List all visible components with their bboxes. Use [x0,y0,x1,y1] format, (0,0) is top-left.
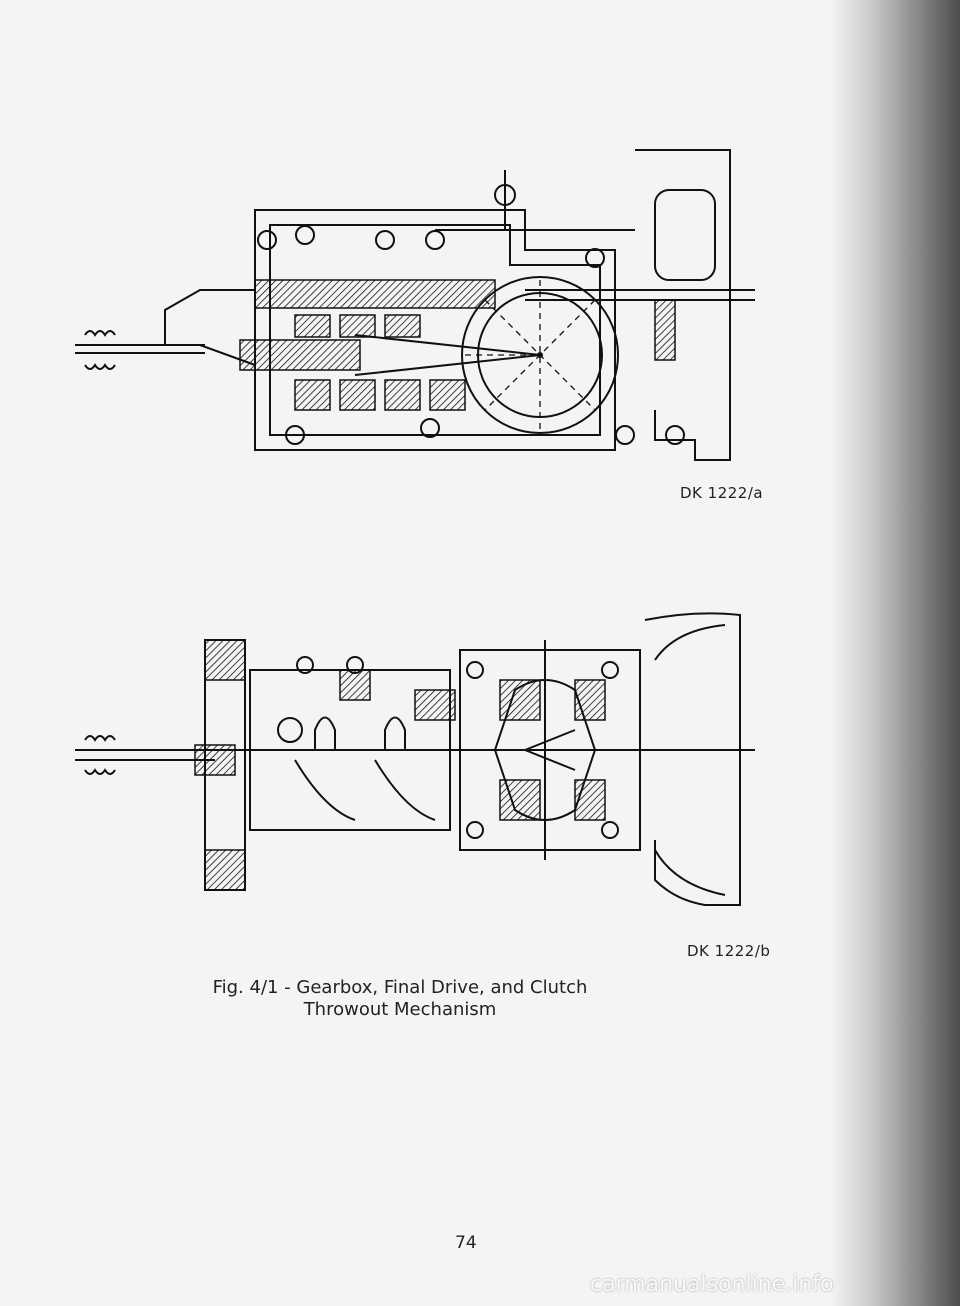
page-number: 74 [455,1233,477,1253]
gearbox-section-drawing-top [55,140,775,480]
figure-caption: Fig. 4/1 - Gearbox, Final Drive, and Clu… [200,977,600,1021]
figure-ref-top: DK 1222/a [680,484,764,502]
caption-line-2: Throwout Mechanism [303,999,497,1020]
gearbox-section-drawing-bottom [55,610,775,920]
watermark: carmanualsonline.info [590,1272,834,1297]
page-edge-shadow [830,0,960,1306]
figure-ref-bottom: DK 1222/b [687,942,771,960]
caption-line-1: Fig. 4/1 - Gearbox, Final Drive, and Clu… [212,977,588,998]
